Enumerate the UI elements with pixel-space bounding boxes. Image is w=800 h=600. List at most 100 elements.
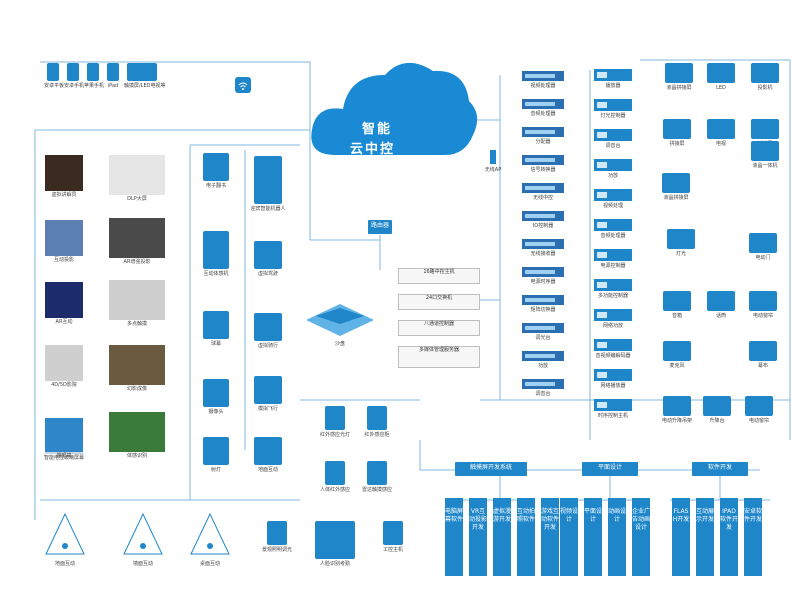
phone-label: 触摸屏/LED电视等	[124, 83, 166, 89]
device-item: 互动体感机	[196, 230, 236, 277]
rack2-item-label: 网络功放	[602, 323, 623, 329]
interaction-item: 墙面互动	[118, 510, 168, 567]
sensor-item: 红外感应光灯	[310, 405, 360, 438]
rack1-item: 调音台	[518, 378, 568, 397]
robot-item-label: 迎宾智能机器人	[250, 206, 286, 212]
phone-icon-apple: 苹果手机	[84, 62, 104, 89]
rack2-item: 网络播放器	[588, 368, 638, 389]
rack2-item: 灯光控制器	[588, 98, 638, 119]
rack1-item-label: 调音台	[535, 391, 551, 397]
device-item: 电子翻书	[196, 152, 236, 189]
left-item-label: 裸眼墙	[56, 453, 72, 459]
rack2-item: 时序控制主机	[588, 398, 638, 419]
rack2-item: 多功能控制器	[588, 278, 638, 299]
right-device-label: 液晶拼接屏	[666, 85, 692, 91]
right-device-label: 幕布	[757, 363, 768, 369]
mid-left-item: 幻影成像	[105, 345, 169, 392]
right-device: 幕布	[742, 340, 784, 369]
rack1-item-label: 电源时序器	[530, 279, 556, 285]
ap-icon: 无线AP	[482, 148, 504, 173]
right-device: 灯光	[660, 228, 702, 257]
right-device-label: 电动门	[755, 255, 771, 261]
robot-item-label: 地面互动	[257, 467, 278, 473]
rack2-item-label: 时序控制主机	[597, 413, 628, 419]
leaf-box-software: 互动展示开发	[696, 498, 714, 576]
leaf-box-software: FLASH开发	[672, 498, 690, 576]
rack1-item-label: 矩阵切换器	[530, 307, 556, 313]
rack2-item: 音视频编解码器	[588, 338, 638, 359]
rack2-item-label: 网络播放器	[600, 383, 626, 389]
ipad-icon: iPad	[104, 62, 122, 89]
right-device-label: 音箱	[671, 313, 682, 319]
leaf-box-design: 视频设计	[560, 498, 578, 576]
rack2-item: 调音台	[588, 128, 638, 149]
category-left: 触摸屏开发系统	[455, 462, 527, 476]
sensor-item: 红外感应柜	[352, 405, 402, 438]
right-device-label: 灯光	[675, 251, 686, 257]
right-device-label: 电动升降吊架	[661, 418, 692, 424]
right-device: 音箱	[656, 290, 698, 319]
sensor-item: 雷达触摸感应	[352, 460, 402, 493]
right-device: 话筒	[700, 290, 742, 319]
sensor-item-label: 景观照明调光	[261, 547, 292, 553]
right-device: 电动门	[742, 232, 784, 261]
right-device-label: 电视	[715, 141, 726, 147]
phone-label: iPad	[107, 83, 119, 89]
left-item-label: 虚拟讲解员	[51, 192, 77, 198]
mid-left-item: 多点触摸	[105, 280, 169, 327]
right-device: 液晶拼接屏	[655, 172, 697, 201]
device-item: 射灯	[196, 436, 236, 473]
rack2-item-label: 功放	[607, 173, 618, 179]
robot-item-label: 虚拟驾驶	[257, 271, 278, 277]
leaf-box-dev: VR互动投影开发	[469, 498, 487, 576]
mid-left-item-label: 体感识别	[126, 453, 147, 459]
rack1-item-label: 视频处理器	[530, 83, 556, 89]
right-device-label: 拼接屏	[669, 141, 685, 147]
sensor-item-label: 人体红外感应	[319, 487, 350, 493]
tablet-icon-android: 安卓平板	[44, 62, 65, 89]
device-item-label: 互动体感机	[203, 271, 229, 277]
rack2-item: 功放	[588, 158, 638, 179]
rack2-item: 网络功放	[588, 308, 638, 329]
sensor-item-label: 工控主机	[382, 547, 403, 553]
left-item-label: 4D/5D影院	[51, 382, 77, 388]
rack-unit: 24口交换机	[398, 294, 480, 310]
right-device-label: 液晶一体机	[752, 163, 778, 169]
phone-label: 安卓平板	[44, 83, 65, 89]
left-item: 裸眼墙	[42, 418, 86, 459]
rack2-item: 视频处理	[588, 188, 638, 209]
leaf-box-software: 安卓软件开发	[744, 498, 762, 576]
leaf-box-design: 动画设计	[608, 498, 626, 576]
right-device: 麦克风	[656, 340, 698, 369]
sandbox-model: 沙盘	[300, 290, 380, 347]
rack1-item-label: 调光台	[535, 335, 551, 341]
interaction-item-label: 桌面互动	[199, 561, 220, 567]
rack2-item-label: 音视频编解码器	[595, 353, 631, 359]
leaf-box-dev: 游戏互动软件开发	[541, 498, 559, 576]
robot-item: 虚拟驾驶	[246, 240, 290, 277]
mid-left-item-label: AR增强投影	[123, 259, 151, 265]
rack-unit: 八通道控制器	[398, 320, 480, 336]
rack2-item: 音频处理器	[588, 218, 638, 239]
left-item: 4D/5D影院	[42, 345, 86, 388]
sensor-item-label: 雷达触摸感应	[361, 487, 392, 493]
leaf-box-design: 企业广告动画设计	[632, 498, 650, 576]
rack2-item: 播放器	[588, 68, 638, 89]
sensor-item: 人脸识别考勤	[310, 520, 360, 567]
rack2-item-label: 灯光控制器	[600, 113, 626, 119]
robot-item: 虚拟骑行	[246, 312, 290, 349]
robot-item-label: 模拟飞行	[257, 406, 278, 412]
left-item-label: 智能电控玻璃屏幕	[43, 455, 84, 461]
right-device: 电动窗帘	[742, 290, 784, 319]
robot-item: 地面互动	[246, 436, 290, 473]
right-device-label: 升降台	[709, 418, 725, 424]
right-device: 电视	[700, 118, 742, 147]
rack1-item: 无线中控	[518, 182, 568, 201]
sensor-item: 工控主机	[368, 520, 418, 553]
right-device: 投影机	[744, 62, 786, 91]
right-device-label: 电动窗帘	[752, 313, 773, 319]
left-item: AR互动	[42, 282, 86, 325]
rack2-item-label: 电源控制器	[600, 263, 626, 269]
right-device: 拼接屏	[656, 118, 698, 147]
right-device: 液晶拼接屏	[658, 62, 700, 91]
